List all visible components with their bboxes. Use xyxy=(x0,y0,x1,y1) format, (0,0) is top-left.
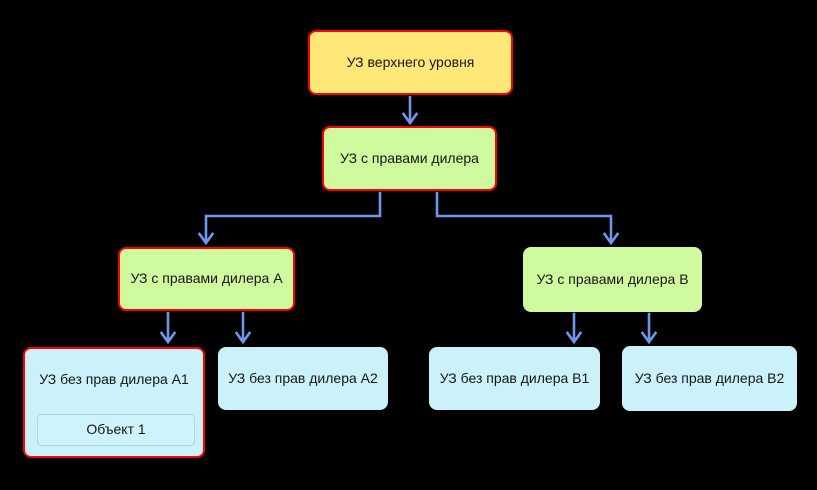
node-no-dealer-a1-label: УЗ без прав дилера A1 xyxy=(39,371,189,388)
arrow-a-to-a1 xyxy=(159,311,177,345)
node-no-dealer-a1[interactable]: УЗ без прав дилера A1 Объект 1 xyxy=(23,347,205,458)
arrow-root-to-dealer xyxy=(401,95,419,126)
node-no-dealer-b1[interactable]: УЗ без прав дилера B1 xyxy=(429,347,600,410)
arrow-dealer-to-b xyxy=(435,191,620,246)
node-no-dealer-b2-label: УЗ без прав дилера B2 xyxy=(634,369,785,386)
node-object-1-label: Объект 1 xyxy=(86,421,146,438)
node-no-dealer-b2[interactable]: УЗ без прав дилера B2 xyxy=(622,346,797,411)
arrow-dealer-to-a xyxy=(197,191,382,246)
node-dealer-b-label: УЗ с правами дилера B xyxy=(536,270,689,287)
node-dealer-a[interactable]: УЗ с правами дилера A xyxy=(118,247,295,311)
node-dealer[interactable]: УЗ с правами дилера xyxy=(322,126,497,191)
arrow-b-to-b2 xyxy=(640,312,658,345)
node-root[interactable]: УЗ верхнего уровня xyxy=(308,30,513,95)
node-dealer-a-label: УЗ с правами дилера A xyxy=(130,270,283,287)
node-root-label: УЗ верхнего уровня xyxy=(346,53,475,70)
node-no-dealer-a2-label: УЗ без прав дилера A2 xyxy=(228,369,378,386)
node-no-dealer-b1-label: УЗ без прав дилера B1 xyxy=(439,369,590,386)
arrow-a-to-a2 xyxy=(234,311,252,345)
node-dealer-b[interactable]: УЗ с правами дилера B xyxy=(523,247,702,312)
node-object-1[interactable]: Объект 1 xyxy=(37,414,195,446)
arrow-b-to-b1 xyxy=(565,312,583,345)
node-dealer-label: УЗ с правами дилера xyxy=(340,149,479,166)
node-no-dealer-a2[interactable]: УЗ без прав дилера A2 xyxy=(218,347,388,410)
